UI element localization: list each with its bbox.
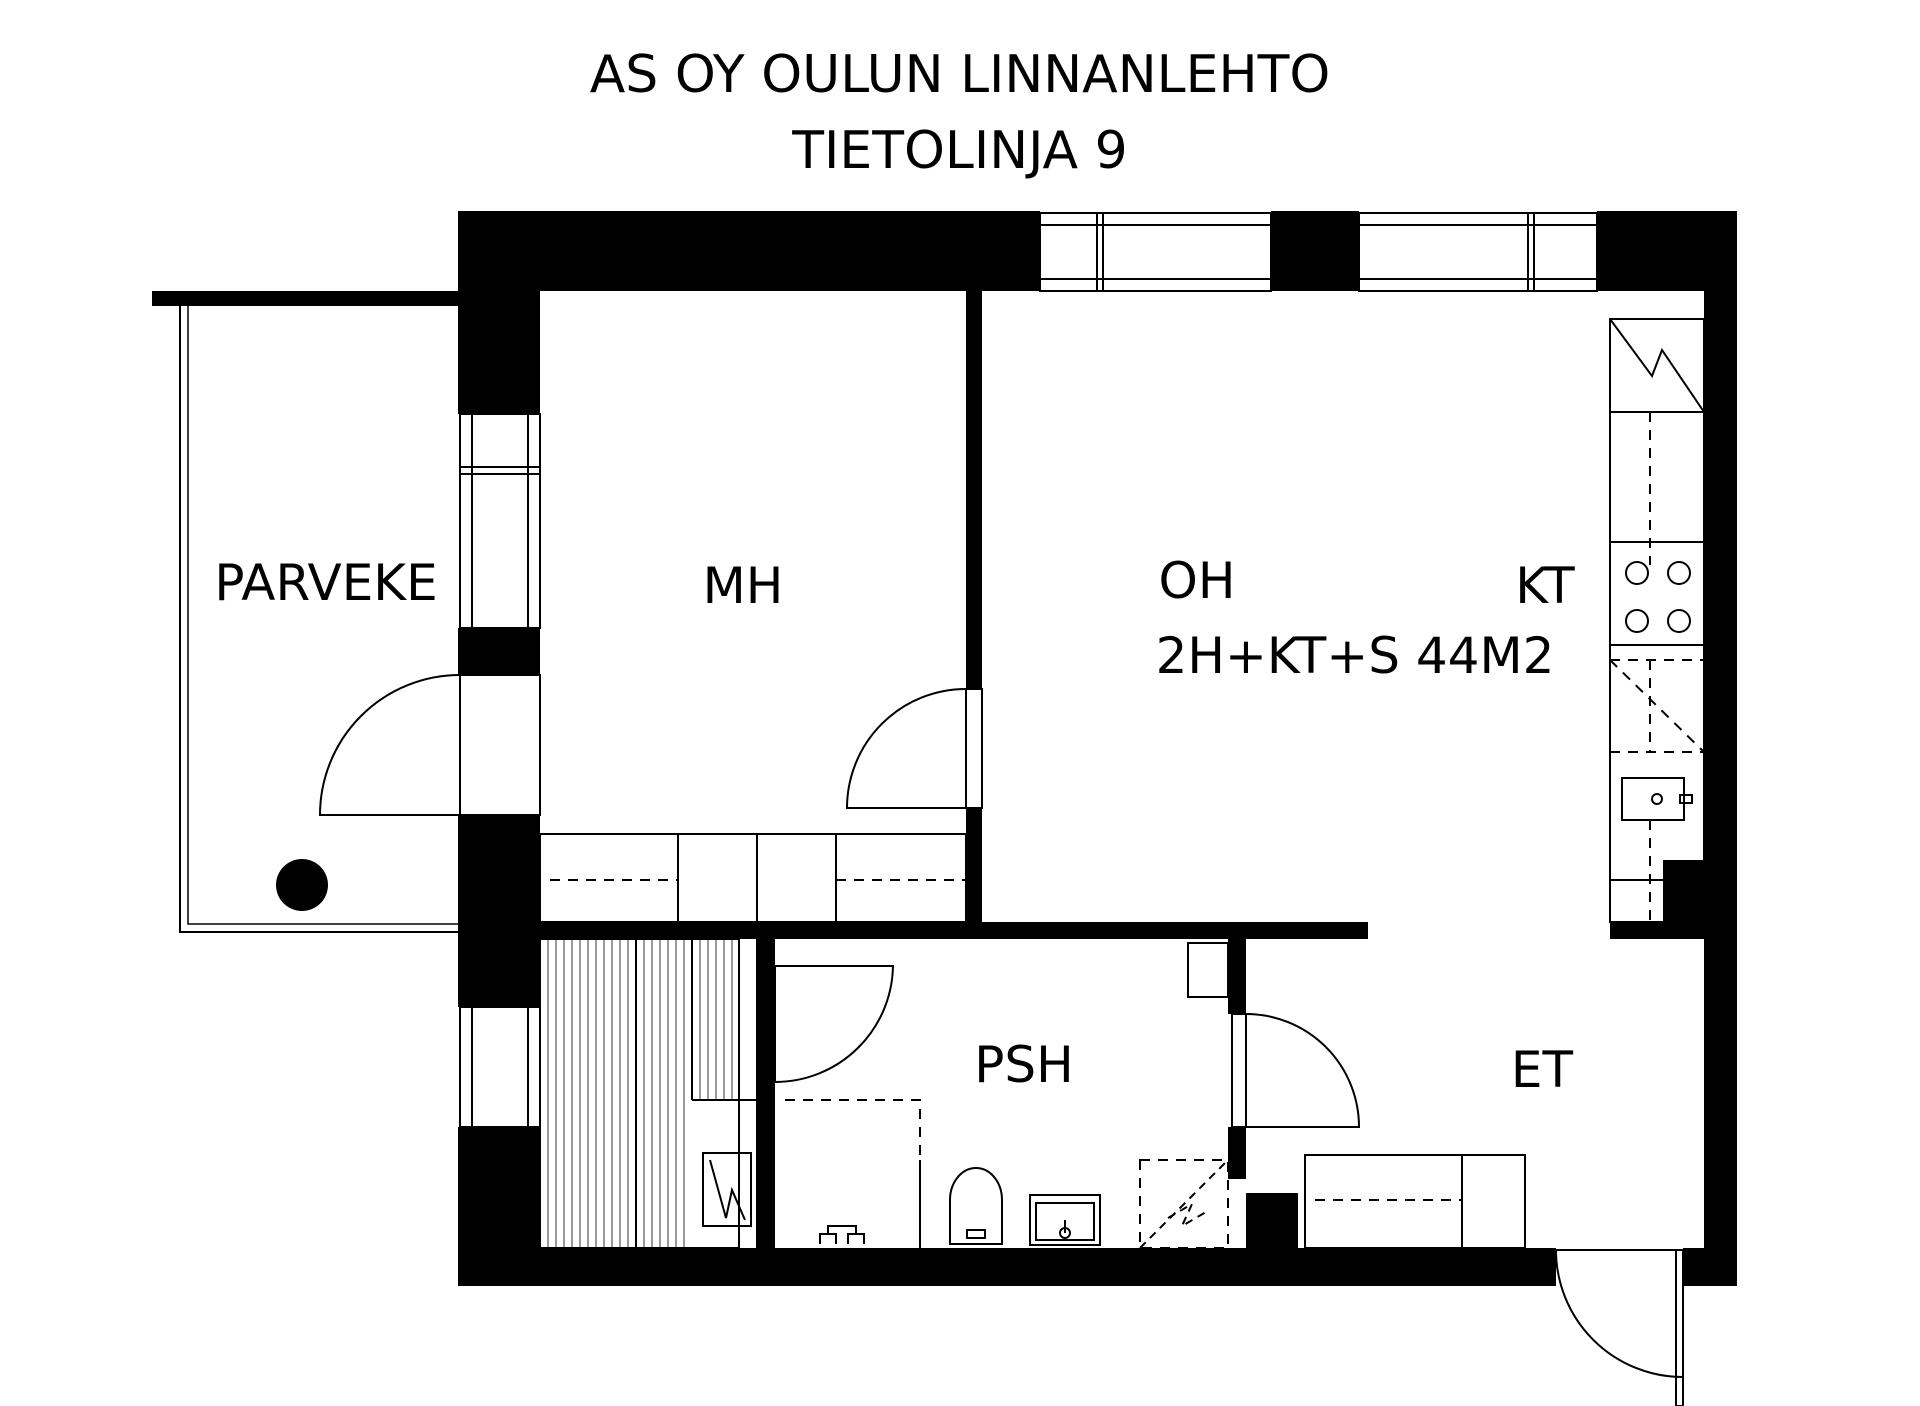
- interior-walls: [540, 291, 1704, 1248]
- mh-door-swing: [845, 688, 967, 809]
- bathroom-fixtures: [785, 942, 1229, 1249]
- psh-door-leaf: [762, 965, 776, 1083]
- toilet-icon: [949, 1167, 1003, 1245]
- et-door-leaf: [1231, 1013, 1247, 1128]
- wall-mh-oh: [966, 291, 982, 689]
- left-wall-2: [458, 628, 540, 675]
- balcony: [152, 291, 460, 933]
- apartment-type: 2H+KT+S 44M2: [1156, 627, 1555, 685]
- wall-horizontal-mid: [540, 922, 1368, 939]
- wall-mh-oh-lower: [966, 808, 982, 926]
- right-wall: [1704, 211, 1737, 1286]
- kitchen-sink: [1621, 777, 1685, 821]
- fridge: [1609, 318, 1705, 413]
- room-label-psh: PSH: [974, 1036, 1074, 1094]
- balcony-outline: [179, 306, 460, 933]
- window-top-2: [1358, 212, 1598, 292]
- outer-walls: [458, 211, 1737, 1286]
- building-address: TIETOLINJA 9: [791, 121, 1127, 181]
- sauna-stove-icon: [702, 1152, 752, 1227]
- stove-icon: [1625, 561, 1691, 633]
- bathroom-sink: [1029, 1194, 1101, 1246]
- window-left-mh: [459, 413, 541, 629]
- left-wall-1: [458, 211, 540, 414]
- bath-cabinet: [1187, 942, 1229, 998]
- kitchen: [1609, 318, 1705, 923]
- psh-door-swing: [774, 965, 895, 1083]
- entrance-door-leaf: [1675, 1249, 1684, 1406]
- wall-kitchen-block: [1663, 860, 1704, 939]
- balcony-drain: [276, 859, 328, 911]
- top-wall-left: [458, 211, 1040, 291]
- windows: [459, 212, 1598, 1128]
- wardrobe-et: [1304, 1154, 1526, 1249]
- wall-psh-et: [1228, 939, 1246, 1014]
- wall-psh-et-lower: [1228, 1127, 1246, 1179]
- wall-et-block: [1246, 1193, 1298, 1248]
- sauna-benches: [539, 938, 756, 1249]
- top-wall-middle: [1271, 211, 1359, 291]
- bottom-wall-right: [1683, 1248, 1737, 1286]
- et-door-swing: [1245, 1013, 1361, 1128]
- balcony-door-swing: [318, 674, 461, 816]
- doors: [318, 674, 1684, 1406]
- room-label-kt: KT: [1515, 557, 1575, 615]
- mh-door-leaf: [965, 688, 983, 809]
- balcony-door-frame: [459, 674, 541, 816]
- room-label-mh: MH: [703, 557, 784, 615]
- room-label-parveke: PARVEKE: [214, 554, 437, 612]
- wardrobes-mh: [539, 833, 967, 923]
- room-label-et: ET: [1511, 1041, 1574, 1099]
- balcony-rail: [152, 291, 460, 306]
- floor-drain-icon: [819, 1225, 865, 1244]
- washer-area: [1139, 1159, 1229, 1249]
- room-label-oh: OH: [1159, 552, 1236, 610]
- balcony-outline-inner: [187, 306, 460, 925]
- window-top-1: [1039, 212, 1272, 292]
- building-name: AS OY OULUN LINNANLEHTO: [590, 45, 1331, 105]
- left-wall-3: [458, 815, 540, 1007]
- entrance-door-swing: [1555, 1249, 1684, 1378]
- wall-storage-psh: [756, 939, 775, 1248]
- bottom-wall: [458, 1248, 1556, 1286]
- shower-curtain: [785, 1099, 921, 1160]
